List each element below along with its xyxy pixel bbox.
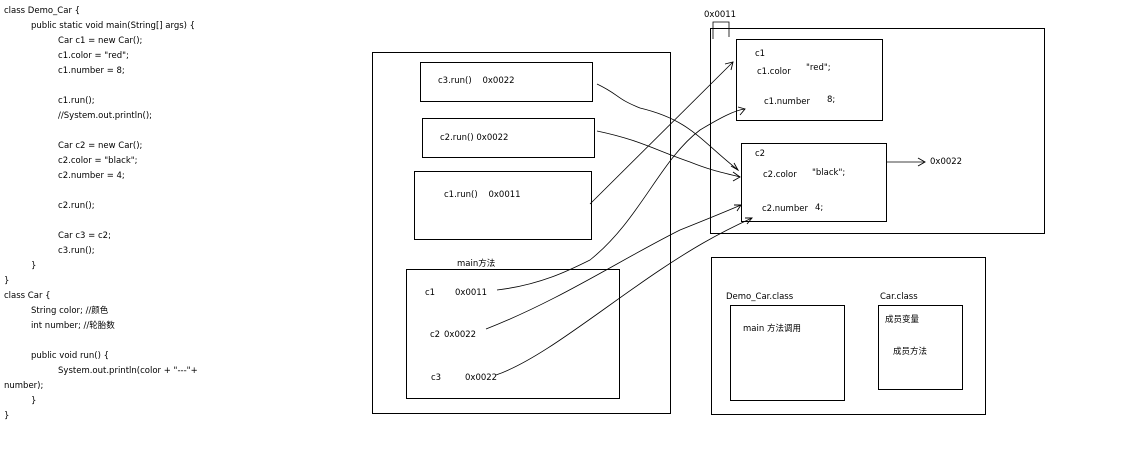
main-frame-title: main方法 — [457, 259, 496, 269]
demo-class-content: main 方法调用 — [743, 324, 801, 334]
obj2-title: c2 — [755, 149, 766, 159]
stack-frame-c1-run — [414, 171, 592, 240]
main-frame — [406, 269, 620, 399]
code-line: c1.number = 8; — [4, 66, 125, 76]
code-line: } — [4, 396, 37, 406]
obj2-address-label: 0x0022 — [930, 157, 963, 167]
code-line: c3.run(); — [4, 246, 95, 256]
arrow-mainc3-to-obj2 — [495, 217, 753, 376]
stack-frame-c2-run — [422, 118, 595, 158]
obj2-field2: c2.number — [762, 204, 808, 214]
code-line: c1.color = "red"; — [4, 51, 129, 61]
code-line: class Demo_Car { — [4, 6, 81, 16]
heap-top-notch — [712, 21, 730, 39]
car-class-box — [878, 305, 963, 390]
demo-class-box — [730, 305, 845, 401]
obj1-value2: 8; — [827, 95, 836, 105]
heap-object-c1 — [736, 39, 883, 121]
code-listing: class Demo_Car { public static void main… — [4, 4, 198, 424]
code-line: c2.color = "black"; — [4, 156, 138, 166]
code-line: c2.number = 4; — [4, 171, 125, 181]
code-line: Car c1 = new Car(); — [4, 36, 143, 46]
code-line: } — [4, 411, 10, 421]
stack-frame-c3-run — [420, 62, 593, 102]
arrow-c2run-to-obj2 — [596, 130, 741, 178]
heap-region — [710, 28, 1045, 234]
arrow-c1run-to-obj1 — [589, 61, 734, 205]
obj1-field1: c1.color — [757, 67, 791, 77]
main-var-c3-name: c3 — [431, 373, 442, 383]
code-line: //System.out.println(); — [4, 111, 153, 121]
car-class-title: Car.class — [880, 292, 918, 302]
arrow-mainc1-to-obj1 — [496, 108, 746, 291]
code-line: public static void main(String[] args) { — [4, 21, 196, 31]
code-line: Car c3 = c2; — [4, 231, 111, 241]
code-line: c1.run(); — [4, 96, 95, 106]
arrow-c3run-to-obj2 — [596, 83, 739, 171]
stack-frame-c3-run-label: c3.run() 0x0022 — [438, 76, 515, 86]
code-line: String color; //颜色 — [4, 306, 109, 316]
method-area — [711, 257, 986, 415]
main-var-c2-value: 0x0022 — [444, 330, 477, 340]
main-var-c2-name: c2 — [430, 330, 441, 340]
code-line: } — [4, 276, 10, 286]
main-var-c1-value: 0x0011 — [455, 288, 488, 298]
arrow-mainc2-to-obj2 — [485, 204, 742, 330]
demo-class-title: Demo_Car.class — [726, 292, 794, 302]
code-line: Car c2 = new Car(); — [4, 141, 143, 151]
code-line: c2.run(); — [4, 201, 95, 211]
code-line: number); — [4, 381, 44, 391]
stack-frame-c2-run-label: c2.run() 0x0022 — [440, 133, 509, 143]
obj1-value1: "red"; — [806, 63, 831, 73]
obj2-value1: "black"; — [812, 168, 846, 178]
car-class-member-methods: 成员方法 — [893, 347, 928, 357]
obj1-title: c1 — [755, 49, 766, 59]
code-line: public void run() { — [4, 351, 109, 361]
heap-object-c2 — [741, 143, 887, 222]
heap-address-label: 0x0011 — [704, 10, 737, 20]
main-var-c3-value: 0x0022 — [465, 373, 498, 383]
stack-frame-c1-run-label: c1.run() 0x0011 — [444, 190, 521, 200]
stack-region — [372, 52, 671, 414]
car-class-member-vars: 成员变量 — [885, 315, 920, 325]
obj2-field1: c2.color — [763, 170, 797, 180]
obj2-value2: 4; — [815, 203, 824, 213]
main-var-c1-name: c1 — [425, 288, 436, 298]
code-line: System.out.println(color + "---"+ — [4, 366, 198, 376]
code-line: } — [4, 261, 37, 271]
obj1-field2: c1.number — [764, 97, 810, 107]
code-line: class Car { — [4, 291, 51, 301]
code-line: int number; //轮胎数 — [4, 321, 115, 331]
